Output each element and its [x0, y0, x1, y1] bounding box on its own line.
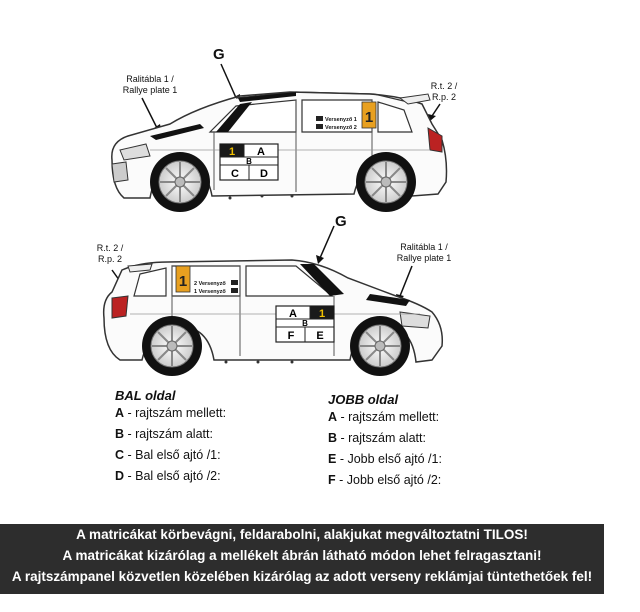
leader-line — [220, 63, 238, 101]
panel-b: B — [246, 157, 252, 166]
front-wheel — [150, 152, 210, 212]
rally-plate-label-hu: Ralitábla 1 / — [126, 74, 174, 84]
legend-text: - rajtszám mellett: — [337, 410, 440, 424]
legend-key: B — [115, 427, 125, 441]
legend-key: F — [328, 473, 336, 487]
g-label-top: G — [213, 46, 225, 63]
rear-number-plate — [361, 101, 377, 129]
rally-plate-callout-bottom: Ralitábla 1 / Rallye plate 1 — [382, 242, 466, 264]
legend-item: E - Jobb első ajtó /1: — [328, 449, 442, 470]
rear-number: 1 — [365, 109, 373, 126]
rear-number: 1 — [179, 273, 187, 290]
legend-item: A - rajtszám mellett: — [115, 403, 226, 424]
legend-key: E — [328, 452, 337, 466]
rt-callout-top: R.t. 2 / R.p. 2 — [424, 81, 464, 103]
leader-line — [431, 103, 441, 117]
legend-key: B — [328, 431, 338, 445]
rally-plate-label-en: Rallye plate 1 — [122, 85, 178, 95]
rt-label-1: R.t. 2 / — [96, 243, 124, 253]
legend-item: A - rajtszám mellett: — [328, 407, 442, 428]
g-label-bottom: G — [335, 213, 347, 230]
legend-text: - Bal első ajtó /2: — [124, 469, 221, 483]
left-side-title: BAL oldal — [115, 388, 176, 403]
legend-text: - rajtszám alatt: — [124, 427, 213, 441]
leader-line — [141, 97, 159, 131]
legend-key: A — [328, 410, 338, 424]
driver-name-1: Versenyző 1 — [325, 117, 357, 123]
panel-a: A — [257, 146, 265, 158]
legend-text: - rajtszám alatt: — [337, 431, 426, 445]
legend-item: D - Bal első ajtó /2: — [115, 466, 226, 487]
rt-callout-bottom: R.t. 2 / R.p. 2 — [90, 243, 130, 265]
rear-wheel — [356, 152, 416, 212]
legend-key: C — [115, 448, 125, 462]
rt-label-2: R.p. 2 — [97, 254, 122, 264]
driver-name-2: Versenyző 2 — [325, 125, 357, 131]
rally-plate-callout-top: Ralitábla 1 / Rallye plate 1 — [108, 74, 192, 96]
warning-banner: A matricákat körbevágni, feldarabolni, a… — [0, 524, 604, 594]
driver-name-2: 2 Versenyző — [194, 281, 226, 287]
right-side-title: JOBB oldal — [328, 392, 399, 407]
rear-number-plate — [175, 265, 191, 293]
rear-wheel — [142, 316, 202, 376]
door-number-panel: 1 A B C D — [219, 143, 279, 181]
panel-d: D — [260, 168, 268, 180]
right-side-legend: JOBB oldal A - rajtszám mellett: B - raj… — [328, 392, 442, 491]
rt-label-2: R.p. 2 — [431, 92, 456, 102]
panel-e: E — [316, 330, 323, 342]
car-left-side-drawing: 1 Versenyző 1 Versenyző 2 1 A B C D — [111, 63, 448, 212]
legend-key: D — [115, 469, 125, 483]
legend-item: B - rajtszám alatt: — [328, 428, 442, 449]
panel-b: B — [302, 319, 308, 328]
rally-plate-label-hu: Ralitábla 1 / — [400, 242, 448, 252]
warning-line-3: A rajtszámpanel közvetlen közelében kizá… — [11, 569, 593, 584]
legend-text: - Jobb első ajtó /1: — [336, 452, 442, 466]
legend-text: - Bal első ajtó /1: — [124, 448, 221, 462]
panel-a: A — [289, 308, 297, 320]
legend-item: F - Jobb első ajtó /2: — [328, 470, 442, 491]
car-right-side-drawing: 1 2 Versenyző 1 Versenyző 1 A B F E — [102, 225, 444, 376]
rally-plate-label-en: Rallye plate 1 — [396, 253, 452, 263]
panel-c: C — [231, 168, 239, 180]
warning-line-2: A matricákat kizárólag a mellékelt ábrán… — [62, 548, 542, 563]
left-side-legend: BAL oldal A - rajtszám mellett: B - rajt… — [115, 388, 226, 487]
legend-key: A — [115, 406, 125, 420]
warning-line-1: A matricákat körbevágni, feldarabolni, a… — [76, 527, 528, 542]
panel-number: 1 — [229, 146, 235, 158]
legend-text: - rajtszám mellett: — [124, 406, 227, 420]
legend-item: B - rajtszám alatt: — [115, 424, 226, 445]
legend-item: C - Bal első ajtó /1: — [115, 445, 226, 466]
driver-name-1: 1 Versenyző — [194, 289, 226, 295]
door-number-panel: 1 A B F E — [275, 305, 335, 343]
legend-text: - Jobb első ajtó /2: — [335, 473, 442, 487]
rt-label-1: R.t. 2 / — [430, 81, 458, 91]
front-wheel — [350, 316, 410, 376]
panel-f: F — [288, 330, 295, 342]
panel-number: 1 — [319, 308, 325, 320]
